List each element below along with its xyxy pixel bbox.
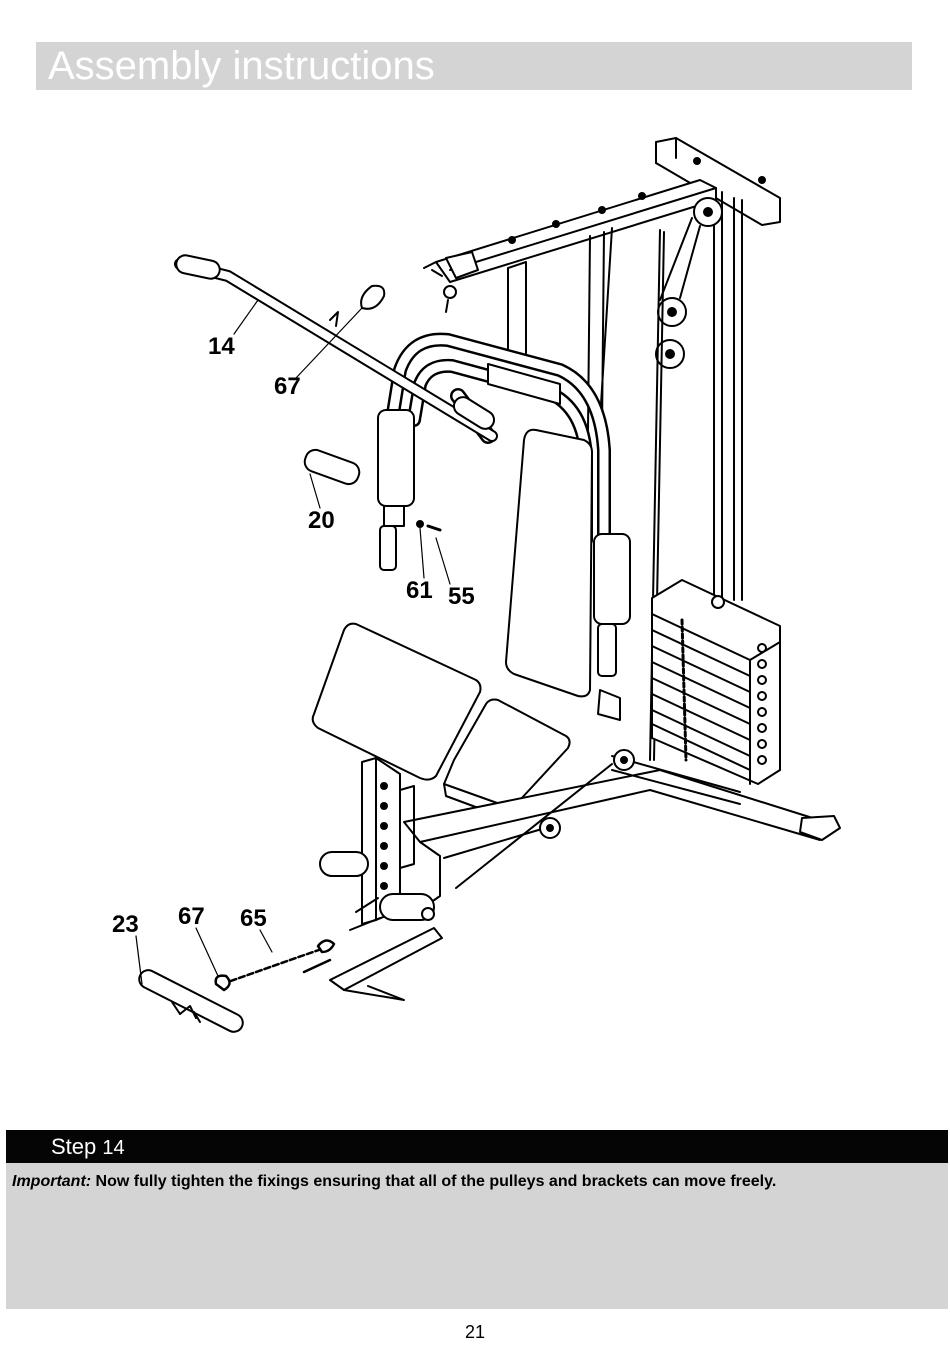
- part-labels: 14 67 20 61 55 23 67 65: [112, 333, 475, 938]
- weight-stack: [652, 580, 780, 784]
- snap-hook-top: [361, 286, 384, 309]
- page-number: 21: [0, 1322, 950, 1343]
- step-number: 14: [102, 1137, 124, 1159]
- bar-23: [136, 967, 246, 1035]
- back-pad: [506, 430, 592, 697]
- step-header: Step 14: [6, 1130, 948, 1163]
- note-text: Now fully tighten the fixings ensuring t…: [91, 1173, 776, 1190]
- part-label-20: 20: [308, 507, 335, 534]
- part-label-67-bottom: 67: [178, 903, 205, 930]
- top-arm-beam: [424, 180, 716, 312]
- chain-65: [216, 940, 334, 990]
- note-box: Important: Now fully tighten the fixings…: [6, 1163, 948, 1309]
- step-title: Step 14: [51, 1134, 125, 1161]
- part-label-65: 65: [240, 905, 267, 932]
- part-label-61: 61: [406, 577, 433, 604]
- part-label-23: 23: [112, 911, 139, 938]
- part-label-55: 55: [448, 583, 475, 610]
- important-note: Important: Now fully tighten the fixings…: [12, 1173, 776, 1191]
- step-word: Step: [51, 1134, 96, 1159]
- roller-20: [302, 447, 362, 487]
- part-label-67-top: 67: [274, 373, 301, 400]
- leader-lines: [136, 300, 450, 984]
- guide-rods: [714, 190, 742, 600]
- part-label-14: 14: [208, 333, 235, 360]
- note-label: Important:: [12, 1173, 91, 1190]
